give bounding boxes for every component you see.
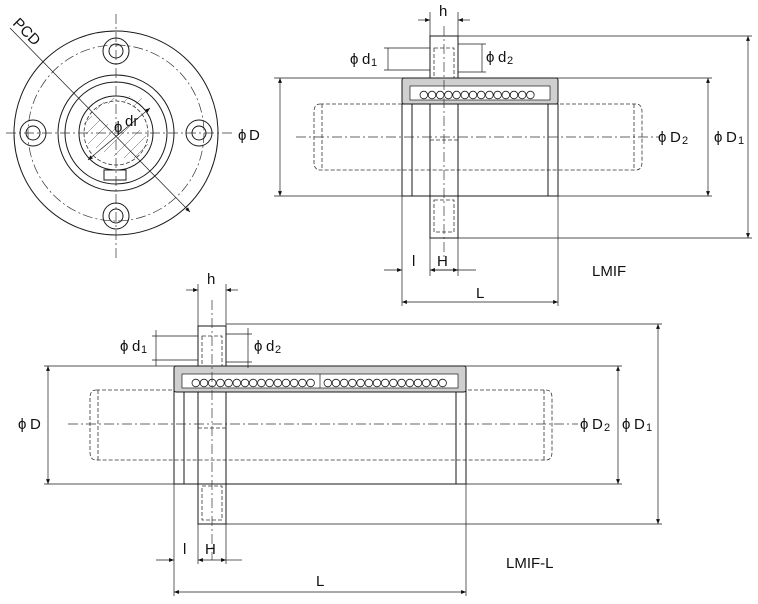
lmif-d2-phi: ϕ <box>658 129 666 146</box>
lmif-l-d1-phi: ϕ <box>622 416 630 433</box>
lmif-d1s-sub: 1 <box>371 57 377 69</box>
lmif-l-d1s-sub: 1 <box>141 344 147 356</box>
lmif-d1-phi: ϕ <box>714 129 722 146</box>
pcd-leader <box>9 27 191 213</box>
dr-label: dr <box>125 113 138 130</box>
ball-bearing <box>518 90 527 100</box>
lmif-l-h-label: h <box>207 271 215 288</box>
ball-bearing <box>381 378 390 388</box>
ball-bearing <box>356 378 365 388</box>
lmif-l-L-label: L <box>316 573 324 590</box>
ball-bearing <box>485 90 494 100</box>
lmif-d2s-sub: 2 <box>507 55 513 67</box>
lmif-l-bushing-body <box>173 389 467 485</box>
ball-bearing <box>422 378 431 388</box>
ball-bearing <box>372 378 382 388</box>
lmif-d1s-phi: ϕ <box>350 51 358 68</box>
ball-bearing <box>509 90 519 100</box>
ball-bearing <box>452 90 461 100</box>
ball-bearing <box>191 378 200 388</box>
lmif-l-l-label: l <box>183 541 186 558</box>
ball-bearing <box>248 378 258 388</box>
lmif-l-d2-sub: 2 <box>604 422 610 434</box>
lmif-d2-label: D <box>670 129 681 146</box>
lmif-l-d-phi: ϕ <box>18 416 26 433</box>
lmif-l-shaft <box>89 389 553 461</box>
ball-bearing <box>413 378 423 388</box>
ball-bearing <box>216 378 225 388</box>
ball-bearing <box>427 90 437 100</box>
ball-bearing <box>460 90 469 100</box>
ball-bearing <box>265 378 274 388</box>
front-d-phi: ϕ <box>238 127 246 144</box>
lmif-h-label: h <box>439 3 447 20</box>
lmif-l-d2s-phi: ϕ <box>254 338 262 355</box>
lmif-l-side-view: ϕ D ϕ D 2 ϕ D 1 h ϕ d 1 ϕ d 2 <box>18 271 662 596</box>
dr-leader <box>87 107 151 161</box>
lmif-ball-row <box>419 90 535 100</box>
ball-bearing <box>430 378 439 388</box>
ball-bearing <box>436 90 445 100</box>
lmif-l-d-label: D <box>30 416 41 433</box>
lmif-side-view: ϕ D 2 ϕ D 1 h ϕ d 1 ϕ d 2 l H <box>274 3 752 306</box>
front-d-label: D <box>249 127 260 144</box>
ball-bearing <box>340 378 349 388</box>
ball-bearing <box>281 378 291 388</box>
ball-bearing <box>438 378 447 388</box>
dr-phi-label: ϕ <box>114 119 122 136</box>
ball-bearing <box>477 90 486 100</box>
ball-bearing <box>348 378 357 388</box>
ball-bearing <box>273 378 282 388</box>
ball-bearing <box>405 378 414 388</box>
lmif-d1s-label: d <box>362 51 370 68</box>
ball-bearing <box>224 378 233 388</box>
ball-bearing <box>290 378 299 388</box>
ball-bearing <box>199 378 209 388</box>
lmif-d1-label: D <box>726 129 737 146</box>
ball-bearing <box>468 90 478 100</box>
ball-bearing <box>397 378 406 388</box>
lmif-H-label: H <box>437 253 448 270</box>
ball-bearing <box>364 378 373 388</box>
ball-bearing <box>323 378 332 388</box>
lmif-L-label: L <box>476 285 484 302</box>
ball-bearing <box>501 90 510 100</box>
lmif-l-model-label: LMIF-L <box>506 555 554 572</box>
lmif-l-d1-label: D <box>634 416 645 433</box>
lmif-d2-sub: 2 <box>682 135 688 147</box>
lmif-l-d1s-label: d <box>132 338 140 355</box>
ball-bearing <box>389 378 398 388</box>
ball-bearing <box>232 378 241 388</box>
ball-bearing <box>257 378 266 388</box>
lmif-l-d1s-phi: ϕ <box>120 338 128 355</box>
lmif-l-d2s-sub: 2 <box>275 344 281 356</box>
lmif-model-label: LMIF <box>592 263 626 280</box>
ball-bearing <box>240 378 250 388</box>
ball-bearing <box>419 90 428 100</box>
lmif-l-d2-label: D <box>592 416 603 433</box>
lmif-l-H-label: H <box>205 541 216 558</box>
lmif-l-ball-row <box>191 378 447 388</box>
ball-bearing <box>526 90 535 100</box>
lmif-d1-sub: 1 <box>738 135 744 147</box>
lmif-bushing-body <box>401 103 559 197</box>
lmif-l-d1-sub: 1 <box>646 422 652 434</box>
keyway-notch <box>103 169 127 181</box>
lmif-d2s-label: d <box>498 49 506 66</box>
ball-bearing <box>331 378 341 388</box>
front-view: PCD ϕ dr ϕ D <box>6 14 260 258</box>
lmif-l-d2-phi: ϕ <box>580 416 588 433</box>
ball-bearing <box>444 90 453 100</box>
lmif-l-d2s-label: d <box>266 338 274 355</box>
ball-bearing <box>306 378 315 388</box>
lmif-d2s-phi: ϕ <box>486 49 494 66</box>
ball-bearing <box>298 378 307 388</box>
ball-bearing <box>493 90 502 100</box>
lmif-l-label: l <box>412 253 415 270</box>
